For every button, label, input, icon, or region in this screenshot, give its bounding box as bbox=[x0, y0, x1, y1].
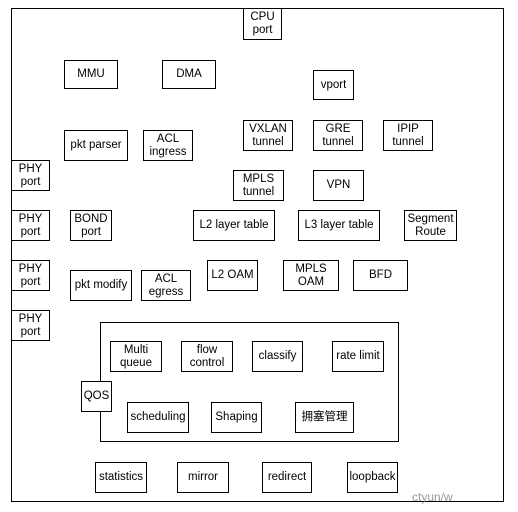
acl-egress-box: ACL egress bbox=[141, 270, 191, 301]
congestion-management-box: 拥塞管理 bbox=[295, 402, 354, 433]
shaping-box: Shaping bbox=[211, 402, 262, 433]
cpu-port-box: CPU port bbox=[243, 8, 282, 40]
l2-layer-table-box: L2 layer table bbox=[193, 210, 275, 241]
pkt-modify-box: pkt modify bbox=[70, 270, 132, 301]
watermark: ctyun/w bbox=[412, 490, 453, 504]
loopback-box: loopback bbox=[347, 462, 398, 493]
l2-oam-box: L2 OAM bbox=[207, 260, 258, 291]
segment-route-box: Segment Route bbox=[404, 210, 457, 241]
phy-port-box-2: PHY port bbox=[11, 210, 50, 241]
bfd-box: BFD bbox=[353, 260, 408, 291]
flow-control-box: flow control bbox=[181, 341, 233, 372]
classify-box: classify bbox=[252, 341, 303, 372]
vpn-box: VPN bbox=[313, 170, 364, 201]
dma-box: DMA bbox=[162, 60, 216, 89]
qos-box: QOS bbox=[81, 381, 112, 412]
phy-port-box-3: PHY port bbox=[11, 260, 50, 291]
mirror-box: mirror bbox=[177, 462, 229, 493]
mpls-oam-box: MPLS OAM bbox=[283, 260, 339, 291]
l3-layer-table-box: L3 layer table bbox=[298, 210, 380, 241]
vport-box: vport bbox=[313, 70, 354, 100]
multi-queue-box: Multi queue bbox=[110, 341, 162, 372]
statistics-box: statistics bbox=[95, 462, 147, 493]
redirect-box: redirect bbox=[262, 462, 312, 493]
pkt-parser-box: pkt parser bbox=[64, 130, 128, 161]
ipip-tunnel-box: IPIP tunnel bbox=[383, 120, 433, 151]
acl-ingress-box: ACL ingress bbox=[143, 130, 193, 161]
mmu-box: MMU bbox=[64, 60, 118, 89]
bond-port-box: BOND port bbox=[70, 210, 112, 241]
vxlan-tunnel-box: VXLAN tunnel bbox=[243, 120, 293, 151]
phy-port-box-1: PHY port bbox=[11, 160, 50, 191]
scheduling-box: scheduling bbox=[127, 402, 189, 433]
mpls-tunnel-box: MPLS tunnel bbox=[233, 170, 284, 201]
rate-limit-box: rate limit bbox=[332, 341, 384, 372]
gre-tunnel-box: GRE tunnel bbox=[313, 120, 363, 151]
phy-port-box-4: PHY port bbox=[11, 310, 50, 341]
